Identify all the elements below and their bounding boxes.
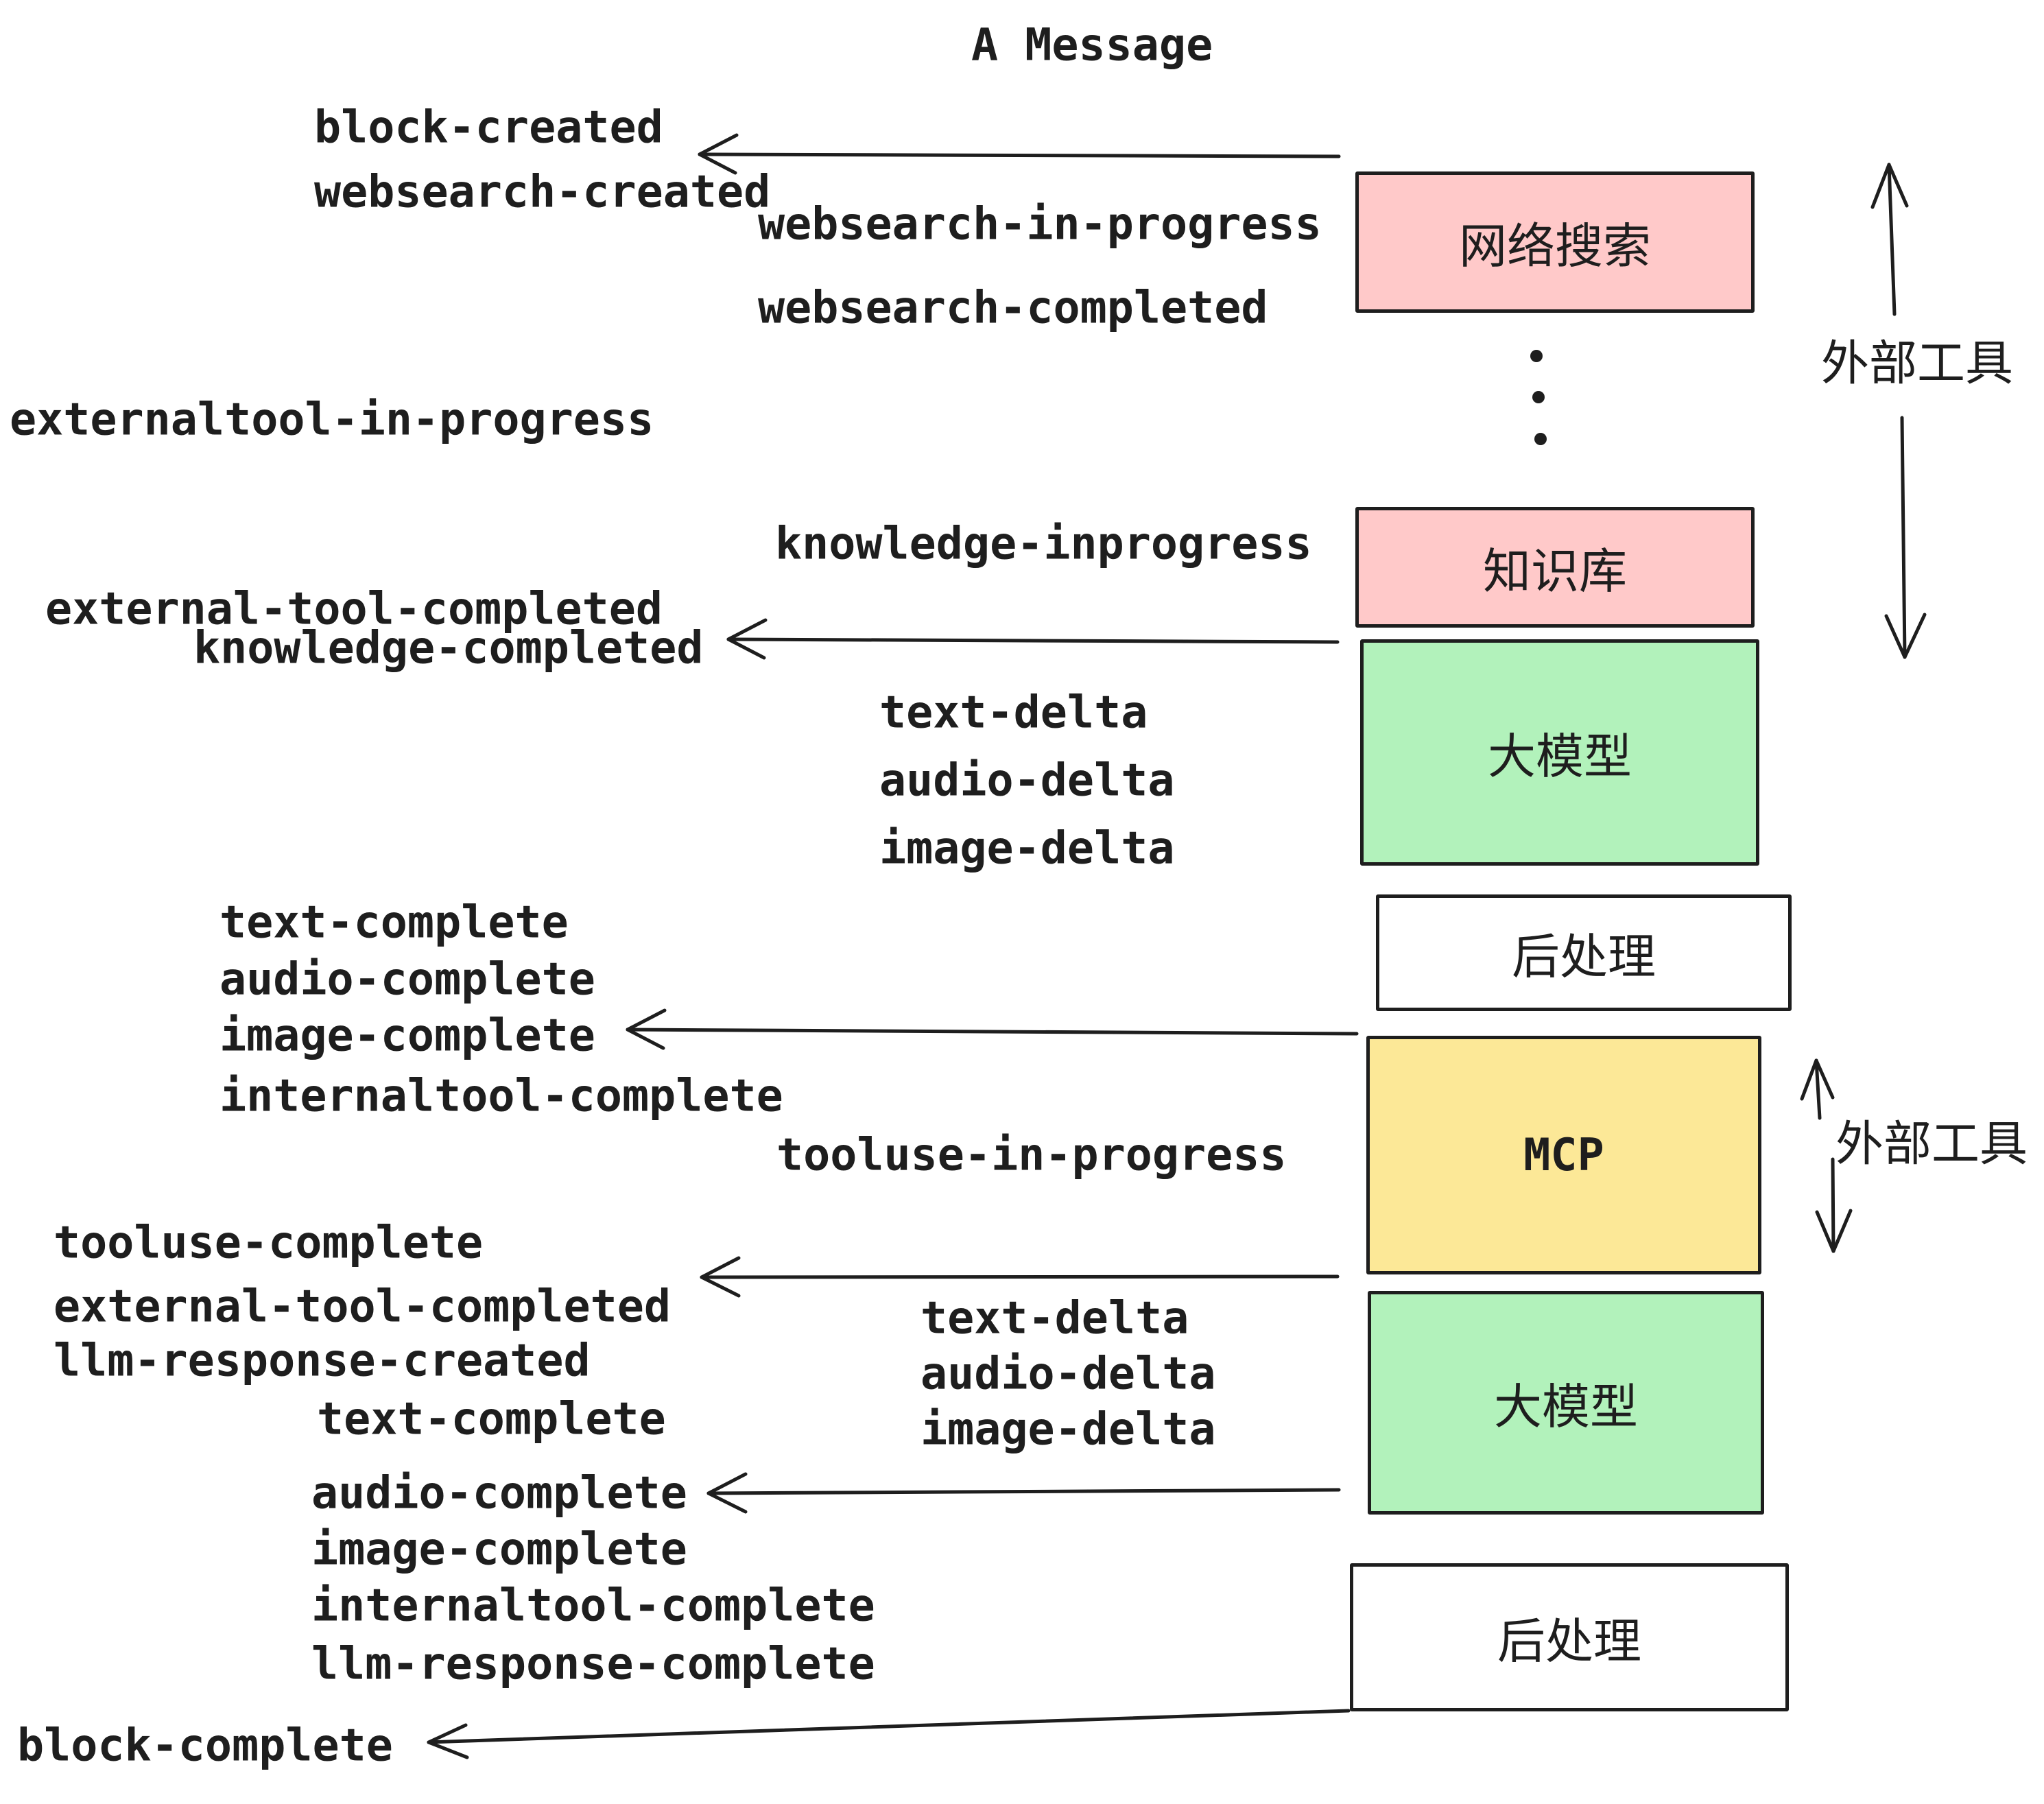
event-label-text-delta-2: text-delta	[920, 1292, 1189, 1344]
event-label-websearch-in-progress: websearch-in-progress	[758, 198, 1322, 250]
event-label-knowledge-completed: knowledge-completed	[193, 622, 704, 674]
event-label-image-delta-1: image-delta	[879, 822, 1175, 875]
event-label-image-complete-2: image-complete	[311, 1523, 687, 1576]
box-llm-1: 大模型	[1360, 639, 1759, 866]
event-label-block-complete: block-complete	[17, 1720, 393, 1772]
box-knowledge: 知识库	[1355, 507, 1755, 628]
event-label-tooluse-in-progress: tooluse-in-progress	[776, 1129, 1287, 1181]
event-label-text-complete-2: text-complete	[317, 1393, 666, 1445]
event-label-external-tool-completed-2: external-tool-completed	[54, 1281, 672, 1333]
box-mcp: MCP	[1366, 1036, 1761, 1274]
event-label-text-complete-1: text-complete	[219, 897, 569, 949]
arrow-external-tools-down	[1884, 416, 1927, 659]
arrow-external-tools-up	[1870, 163, 1909, 316]
arrow-tooluse-complete	[700, 1256, 1340, 1298]
box-websearch: 网络搜索	[1355, 171, 1755, 313]
event-label-image-complete-1: image-complete	[219, 1010, 595, 1062]
label-external-tools-mcp: 外部工具	[1835, 1115, 2028, 1172]
event-label-external-tool-completed-1: external-tool-completed	[45, 583, 663, 635]
event-label-audio-complete-1: audio-complete	[219, 953, 595, 1006]
event-label-text-delta-1: text-delta	[879, 687, 1148, 739]
diagram-title: A Message	[971, 19, 1213, 71]
event-label-websearch-completed: websearch-completed	[758, 282, 1268, 334]
arrow-llm2-complete	[706, 1472, 1341, 1514]
arrow-knowledge-completed	[726, 618, 1340, 660]
arrow-websearch-created	[698, 133, 1341, 175]
event-label-internaltool-complete-2: internaltool-complete	[311, 1580, 875, 1632]
box-postprocess-1: 后处理	[1376, 894, 1792, 1011]
event-label-audio-delta-1: audio-delta	[879, 755, 1175, 807]
label-external-tools-top: 外部工具	[1821, 335, 2013, 392]
box-llm-2: 大模型	[1368, 1291, 1764, 1515]
event-label-websearch-created: websearch-created	[314, 166, 771, 218]
event-label-audio-complete-2: audio-complete	[311, 1467, 687, 1519]
box-postprocess-2: 后处理	[1350, 1563, 1789, 1711]
event-label-llm-response-complete: llm-response-complete	[311, 1638, 875, 1690]
event-label-llm-response-created: llm-response-created	[54, 1335, 591, 1387]
event-label-audio-delta-2: audio-delta	[920, 1348, 1216, 1400]
arrow-block-complete	[427, 1709, 1351, 1759]
event-label-block-created: block-created	[314, 102, 663, 154]
event-label-image-delta-2: image-delta	[920, 1403, 1216, 1456]
arrow-internal-complete	[626, 1008, 1359, 1050]
event-label-tooluse-complete: tooluse-complete	[54, 1217, 484, 1269]
ellipsis-dots	[1530, 350, 1547, 445]
event-label-knowledge-inprogress: knowledge-inprogress	[775, 518, 1312, 570]
arrow-mcp-tools-up	[1800, 1058, 1835, 1120]
event-label-internaltool-complete-1: internaltool-complete	[219, 1070, 783, 1122]
event-label-externaltool-in-progress: externaltool-in-progress	[10, 394, 654, 446]
